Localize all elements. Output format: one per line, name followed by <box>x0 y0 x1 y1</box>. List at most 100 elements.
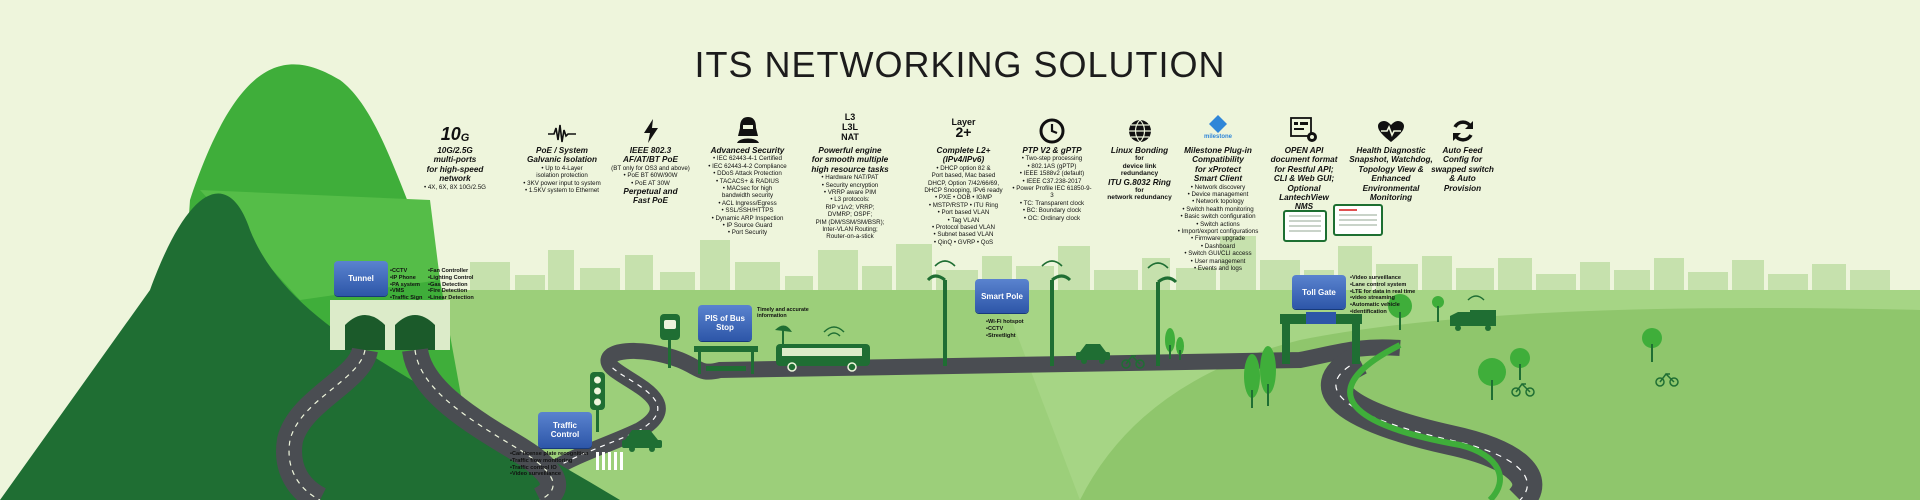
feature-6-line-1: Complete L2+ <box>936 146 991 155</box>
feature-7-line-8: • BC: Boundary clock <box>1022 207 1082 215</box>
feature-4-line-10: • Dynamic ARP Inspection <box>711 214 784 222</box>
traffic-control-label[interactable]: Traffic Control <box>538 412 592 448</box>
feature-9-line-1: Milestone Plug-in <box>1184 146 1252 155</box>
tunnel-item-2: IP Phone <box>390 275 422 282</box>
feature-9-line-2: Compatibility <box>1192 155 1244 165</box>
waveform-icon <box>522 110 602 144</box>
feature-7-line-1: PTP V2 & gPTP <box>1022 146 1082 155</box>
feature-6-line-13: • QinQ • GVRP • QoS <box>933 238 994 246</box>
smart-pole-list: Wi-Fi hotspotCCTVStreetlight <box>986 319 1024 339</box>
feature-4-line-8: • ACL Ingress/Egress <box>718 199 777 207</box>
feature-11-line-2: Snapshot, Watchdog, <box>1349 155 1433 165</box>
feature-8-line-6: network redundancy <box>1107 194 1172 202</box>
feature-12-line-1: Auto Feed <box>1442 146 1483 155</box>
feature-9-line-16: • Events and logs <box>1194 265 1242 273</box>
bicycle-icon-3 <box>1655 372 1679 387</box>
feature-5-line-1: Powerful engine <box>818 146 882 155</box>
toll-gate-label[interactable]: Toll Gate <box>1292 275 1346 309</box>
feature-7-line-4: • IEEE 1588v2 (default) <box>1019 170 1085 178</box>
feature-5-line-4: • Hardware NAT/PAT <box>821 174 879 182</box>
feature-3-line-7: Fast PoE <box>632 196 669 206</box>
page-title: ITS NETWORKING SOLUTION <box>694 44 1226 85</box>
feature-9-line-7: • Network topology <box>1192 198 1244 206</box>
feature-5-line-11: Inter-VLAN Routing; <box>822 226 878 234</box>
tunnel-item-3: PA system <box>390 282 422 289</box>
smart-pole-item-1: Wi-Fi hotspot <box>986 319 1024 326</box>
feature-1-line-2: multi-ports <box>433 155 477 165</box>
truck-icon <box>1450 295 1496 331</box>
main-road <box>529 339 1401 500</box>
feature-7-line-2: • Two-step processing <box>1021 155 1083 163</box>
car-icon <box>622 430 662 452</box>
feature-9-line-5: • Network discovery <box>1190 183 1246 191</box>
feature-4-line-1: Advanced Security <box>710 146 785 155</box>
feature-4-line-7: bandwidth security <box>721 192 774 200</box>
feature-11-line-4: Enhanced <box>1371 174 1411 184</box>
feature-6-line-7: • PXE • OOB • IGMP <box>934 194 993 202</box>
feature-9-line-9: • Basic switch configuration <box>1180 213 1256 221</box>
topology-screenshot <box>1333 204 1383 236</box>
crosswalk <box>596 452 623 470</box>
feature-3-line-3: (BT only for OS3 and above) <box>611 164 690 172</box>
feature-9-line-3: for xProtect <box>1195 164 1241 174</box>
feature-9-line-15: • User management <box>1190 257 1246 265</box>
feature-9-line-8: • Switch health monitoring <box>1182 205 1254 213</box>
bicycle-icon-2 <box>1511 382 1535 397</box>
tunnel-list-right: Fan ControllerLighting ControlGas Detect… <box>428 268 474 302</box>
feature-9-line-10: • Switch actions <box>1196 220 1240 228</box>
feature-2-line-1: PoE / System <box>536 146 588 155</box>
feature-2-line-3: • Up to 4-Layer <box>541 164 583 172</box>
feature-10-line-5: Optional <box>1287 183 1321 193</box>
feature-8-line-1: Linux Bonding <box>1110 146 1169 155</box>
feature-7-line-6: • Power Profile IEC 61850-9-3 <box>1012 185 1092 200</box>
feature-5-line-7: • L3 protocols: <box>830 196 870 204</box>
toll-gate-structure <box>1280 312 1362 364</box>
feature-2-line-2: Galvanic Isolation <box>526 155 598 165</box>
feature-6-line-2: (IPv4/IPv6) <box>942 155 985 165</box>
feature-9-line-14: • Switch GUI/CLI access <box>1184 250 1252 258</box>
feature-11-line-6: Monitoring <box>1369 193 1413 203</box>
toll-gate-item-1: Video surveillance <box>1350 275 1415 282</box>
feature-6-line-11: • Protocol based VLAN <box>931 224 996 232</box>
tunnel-item-right-5: Linear Detection <box>428 295 474 302</box>
bus-stop-label[interactable]: PIS of Bus Stop <box>698 305 752 341</box>
traffic-control-item-2: Traffic flow monitoring <box>510 458 588 465</box>
feature-11-line-5: Environmental <box>1362 183 1420 193</box>
feature-4-line-5: • TACACS+ & RADIUS <box>716 177 779 185</box>
bus-stop-note: Timely and accurate information <box>757 307 809 320</box>
feature-5-line-9: DVMRP; OSPF; <box>827 211 873 219</box>
bus-stop-shelter <box>660 314 758 374</box>
smart-pole-item-2: CCTV <box>986 326 1024 333</box>
feature-4-line-4: • DDoS Attack Protection <box>713 170 782 178</box>
feature-5-line-10: PIM (DM/SSM/SM/BSR); <box>815 218 885 226</box>
globe-icon <box>1107 110 1172 144</box>
feature-4: Advanced Security• IEC 62443-4-1 Certifi… <box>700 110 795 237</box>
feature-12-line-2: Config for <box>1442 155 1483 165</box>
tunnel-label[interactable]: Tunnel <box>334 261 388 296</box>
smart-pole-label[interactable]: Smart Pole <box>975 279 1029 313</box>
feature-5-line-3: high resource tasks <box>811 164 889 174</box>
feature-9-line-6: • Device management <box>1187 191 1249 199</box>
clock-icon <box>1012 110 1092 144</box>
feature-10-line-3: for Restful API; <box>1274 164 1334 174</box>
feature-4-line-12: • Port Security <box>727 229 768 237</box>
feature-6-line-9: • Port based VLAN <box>937 209 990 217</box>
satellite-dish-icon <box>775 325 792 344</box>
feature-1-line-1: 10G/2.5G <box>437 146 473 155</box>
feature-8-line-3: device link redundancy <box>1120 162 1159 178</box>
traffic-light-icon <box>590 372 605 432</box>
feature-11-line-1: Health Diagnostic <box>1356 146 1426 155</box>
feature-7-line-7: • TC: Transparent clock <box>1019 199 1085 207</box>
toll-gate-item-6: identification <box>1350 309 1415 316</box>
feature-5-line-2: for smooth multiple <box>811 155 889 165</box>
feature-10-line-2: document format <box>1270 155 1338 165</box>
